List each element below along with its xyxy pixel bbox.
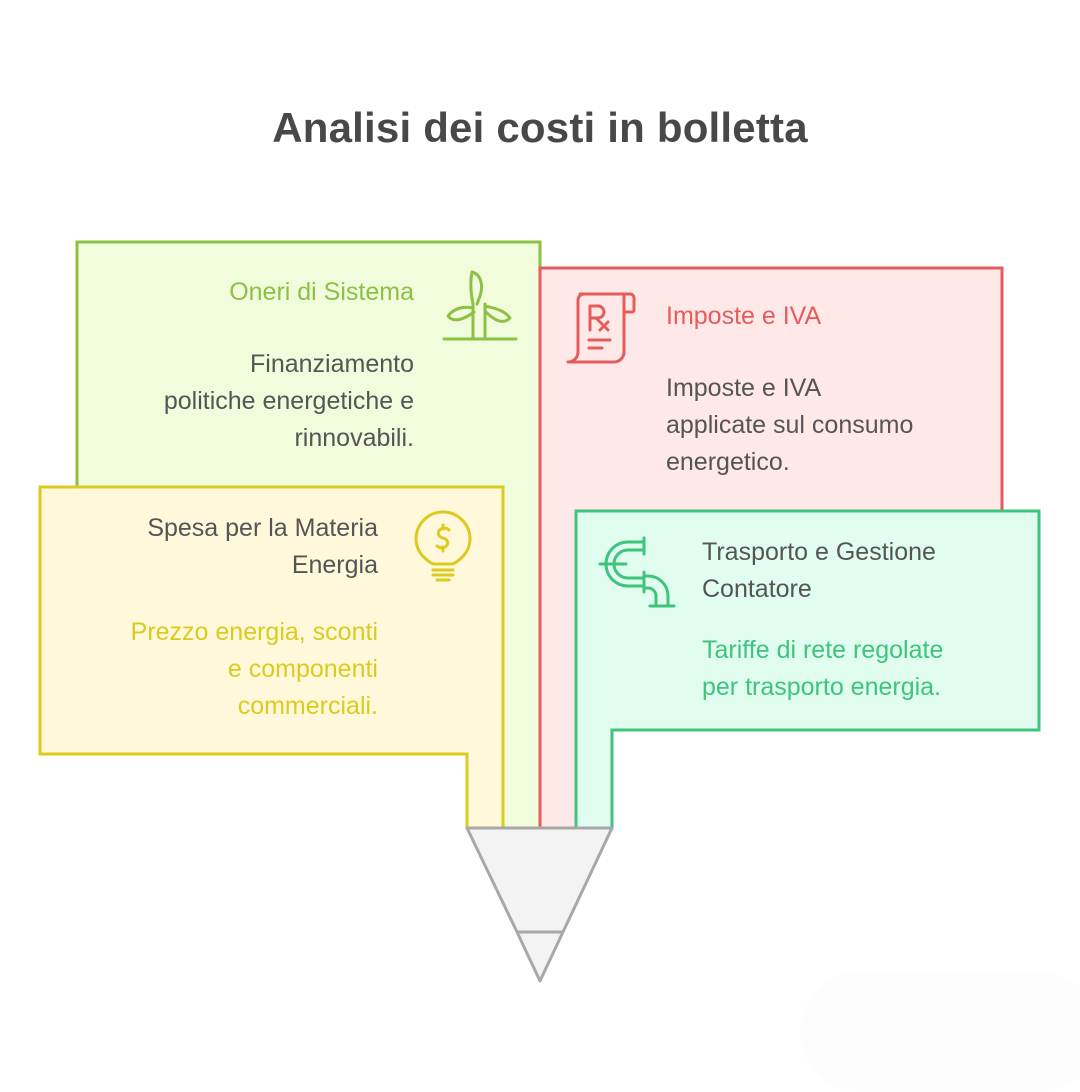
panel-oneri-heading: Oneri di Sistema bbox=[229, 278, 414, 306]
pipes-icon bbox=[598, 536, 676, 608]
description-line: commerciali. bbox=[237, 692, 378, 720]
description-line: Tariffe di rete regolate bbox=[702, 636, 944, 664]
description-line: per trasporto energia. bbox=[702, 673, 942, 701]
lightbulb-dollar-icon bbox=[414, 510, 472, 582]
panel-imposte-heading: Imposte e IVA bbox=[666, 302, 822, 330]
heading-line: Contatore bbox=[702, 575, 812, 603]
heading-line: Energia bbox=[291, 551, 378, 579]
panel-materia-description: Prezzo energia, sconti e componenti comm… bbox=[70, 614, 378, 725]
diagram-title: Analisi dei costi in bolletta bbox=[272, 104, 808, 151]
description-line: energetico. bbox=[666, 448, 790, 476]
description-line: Finanziamento bbox=[250, 350, 414, 378]
description-line: Imposte e IVA bbox=[666, 374, 822, 402]
heading-line: Spesa per la Materia bbox=[147, 514, 378, 542]
panel-oneri-description: Finanziamento politiche energetiche e ri… bbox=[90, 346, 414, 457]
prescription-scroll-icon bbox=[566, 292, 636, 364]
watermark-area bbox=[800, 972, 1080, 1092]
description-line: Prezzo energia, sconti bbox=[130, 618, 378, 646]
panel-imposte-description: Imposte e IVA applicate sul consumo ener… bbox=[666, 370, 986, 481]
description-line: politiche energetiche e bbox=[163, 387, 414, 415]
description-line: e componenti bbox=[227, 655, 378, 683]
panel-materia-heading: Spesa per la Materia Energia bbox=[70, 510, 378, 584]
heading-line: Trasporto e Gestione bbox=[702, 538, 936, 566]
funnel-tip bbox=[515, 930, 565, 983]
panel-trasporto-description: Tariffe di rete regolate per trasporto e… bbox=[702, 632, 1022, 706]
description-line: applicate sul consumo bbox=[666, 411, 914, 439]
description-line: rinnovabili. bbox=[294, 424, 414, 452]
wind-turbine-icon bbox=[442, 270, 518, 341]
panel-trasporto-heading: Trasporto e Gestione Contatore bbox=[702, 534, 1022, 608]
funnel-top bbox=[465, 826, 614, 934]
